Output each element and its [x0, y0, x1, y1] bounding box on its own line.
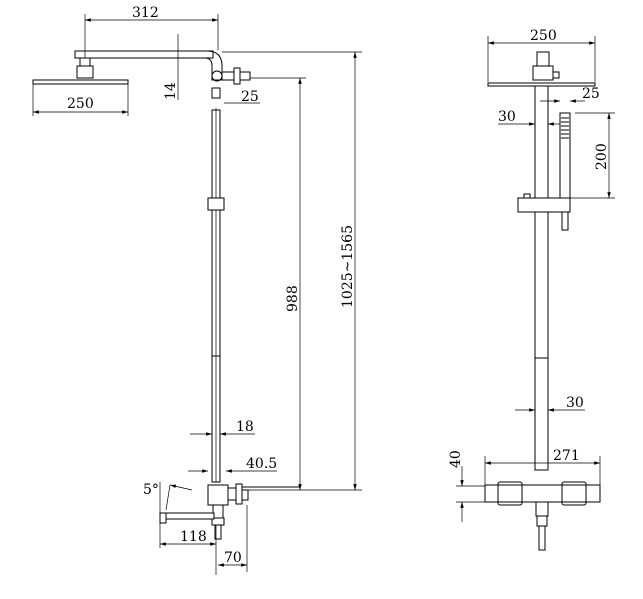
head-nut: [532, 65, 554, 81]
head-joint: [536, 51, 550, 67]
spout-tip: [159, 512, 167, 524]
riser-nut: [211, 87, 221, 99]
front-view: 312 250 14 25 988 1025~1565 18 40.5 5° 1…: [32, 5, 362, 575]
dim-label-bar-width-bottom: 30: [566, 395, 584, 411]
angle-line: [165, 484, 171, 511]
riser-pipe: [534, 85, 549, 199]
dim-label-hand-shower-length: 200: [594, 143, 610, 170]
mixer-handle-left: [497, 481, 523, 506]
hand-shower-nozzles: [561, 117, 569, 139]
mixer-valve: [207, 484, 229, 506]
head-joint: [79, 57, 91, 67]
angle-arrow: [169, 484, 193, 491]
dim-label-valve-offset: 40.5: [246, 456, 277, 472]
dim-label-spout-angle: 5°: [143, 482, 159, 498]
outlet-pipe: [538, 525, 546, 551]
dim-label-head-diameter: 250: [67, 96, 94, 112]
rain-shower-head: [487, 82, 596, 87]
dim-label-hand-shower-offset: 25: [582, 86, 600, 102]
connector-flange: [233, 67, 241, 85]
dim-label-arm-offset: 14: [163, 82, 179, 100]
slider: [517, 197, 571, 213]
side-view: 250 25 30 200 30 271 40: [448, 28, 615, 551]
dim-label-bar-length: 988: [285, 285, 301, 312]
dim-label-arm-length: 312: [132, 5, 159, 21]
dim-label-height-range: 1025~1565: [340, 225, 356, 308]
valve-flange: [235, 483, 243, 505]
head-knob: [552, 71, 560, 79]
connector-end: [239, 71, 251, 81]
outlet-nut: [536, 515, 548, 527]
valve-cap: [241, 489, 249, 501]
slider-knob: [523, 193, 531, 199]
connector: [221, 71, 235, 81]
arm-elbow: [204, 50, 223, 81]
bath-spout: [159, 512, 215, 520]
dim-label-mixer-width: 271: [553, 448, 580, 464]
head-nut: [76, 65, 94, 79]
slider: [207, 197, 225, 211]
dim-label-mixer-height: 40: [448, 450, 464, 468]
dim-label-wall-depth: 70: [224, 550, 242, 566]
dim-label-bar-width-top: 30: [498, 109, 516, 125]
hose: [561, 211, 569, 231]
thermostatic-mixer: [484, 484, 601, 503]
rain-shower-head: [32, 79, 129, 85]
valve-nut: [227, 487, 237, 501]
valve-pipe: [214, 524, 222, 540]
mixer-handle-right: [561, 481, 587, 506]
mixer-outlet: [535, 501, 549, 517]
overhead-arm: [74, 50, 214, 59]
dim-label-head-diameter: 250: [530, 28, 557, 44]
dim-label-connector: 25: [241, 89, 259, 105]
dim-label-pipe-diameter: 18: [236, 419, 254, 435]
riser-pipe-lower: [534, 211, 549, 471]
dim-label-spout-length: 118: [180, 529, 207, 545]
